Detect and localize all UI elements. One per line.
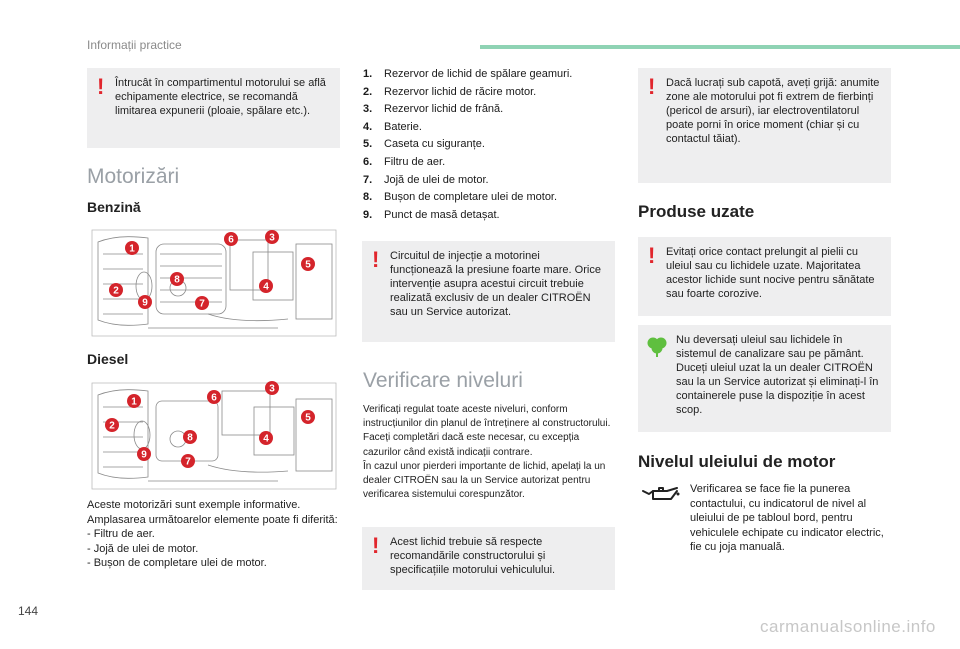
warning-icon: ! — [372, 533, 380, 558]
fluid-note-text: Acest lichid trebuie să respecte recoman… — [390, 536, 556, 576]
petrol-badge-3: 3 — [269, 233, 275, 244]
page-number: 144 — [18, 604, 39, 618]
diesel-badge-7: 7 — [185, 457, 191, 468]
skin-note: ! Evitați orice contact prelungit al pie… — [638, 237, 891, 316]
petrol-badge-1: 1 — [129, 244, 135, 255]
skin-note-text: Evitați orice contact prelungit al pieli… — [666, 246, 875, 300]
engines-section-title: Motorizări — [87, 165, 180, 188]
petrol-badge-9: 9 — [142, 298, 148, 309]
used-products-title: Produse uzate — [638, 202, 755, 221]
diesel-badge-4: 4 — [263, 434, 269, 445]
levels-text: Verificați regulat toate aceste niveluri… — [363, 403, 615, 502]
petrol-badge-4: 4 — [263, 282, 269, 293]
list-item: 6.Filtru de aer. — [363, 155, 446, 168]
oil-level-title: Nivelul uleiului de motor — [638, 452, 836, 471]
diesel-badge-2: 2 — [109, 421, 115, 432]
engine-info-line: - Jojă de ulei de motor. — [87, 542, 199, 555]
petrol-badge-5: 5 — [305, 260, 311, 271]
diesel-badge-9: 9 — [141, 450, 147, 461]
diesel-badge-1: 1 — [131, 397, 137, 408]
list-item: 3.Rezervor lichid de frână. — [363, 103, 504, 116]
hood-note: ! Dacă lucrați sub capotă, aveți grijă: … — [638, 68, 891, 183]
list-item: 4.Baterie. — [363, 120, 422, 133]
list-item: 7.Jojă de ulei de motor. — [363, 173, 489, 186]
engine-info-text: Aceste motorizări sunt exemple informati… — [87, 498, 342, 571]
hood-note-text: Dacă lucrați sub capotă, aveți grijă: an… — [666, 77, 880, 145]
list-item: 2.Rezervor lichid de răcire motor. — [363, 85, 537, 98]
list-item: 5.Caseta cu siguranțe. — [363, 138, 485, 151]
petrol-engine-diagram: 1 2 3 4 5 6 7 8 9 — [91, 229, 337, 337]
engine-info-line: - Filtru de aer. — [87, 528, 155, 540]
levels-paragraph: Verificați regulat toate aceste niveluri… — [363, 404, 611, 458]
injection-note-text: Circuitul de injecție a motorinei funcți… — [390, 250, 601, 318]
levels-paragraph: În cazul unor pierderi importante de lic… — [363, 460, 606, 501]
warning-icon: ! — [97, 74, 105, 99]
petrol-badge-8: 8 — [174, 275, 180, 286]
component-list: 1.Rezervor de lichid de spălare geamuri.… — [363, 68, 613, 226]
warning-icon: ! — [372, 247, 380, 272]
diesel-badge-6: 6 — [211, 393, 217, 404]
petrol-badge-6: 6 — [228, 235, 234, 246]
engine-info-line: Aceste motorizări sunt exemple informati… — [87, 499, 301, 511]
list-item: 1.Rezervor de lichid de spălare geamuri. — [363, 68, 573, 80]
oil-level-text: Verificarea se face fie la punerea conta… — [690, 483, 884, 553]
diesel-title: Diesel — [87, 351, 129, 367]
petrol-title: Benzină — [87, 199, 141, 215]
engine-info-line: - Bușon de completare ulei de motor. — [87, 557, 267, 569]
environment-note-text: Nu deversați uleiul sau lichidele în sis… — [676, 334, 879, 416]
header-accent-bar — [480, 45, 960, 49]
diesel-badges: 1 2 3 4 5 6 7 8 9 — [105, 381, 315, 468]
oil-can-icon — [642, 487, 680, 500]
list-item: 9.Punct de masă detașat. — [363, 208, 500, 221]
list-item: 8.Bușon de completare ulei de motor. — [363, 191, 558, 204]
header-title: Informații practice — [87, 38, 182, 52]
petrol-badge-7: 7 — [199, 299, 205, 310]
diesel-badge-3: 3 — [269, 384, 275, 395]
leaf-icon — [647, 337, 667, 357]
warning-icon: ! — [648, 243, 656, 268]
warning-icon: ! — [648, 74, 656, 99]
watermark: carmanualsonline.info — [760, 617, 936, 636]
electrical-note-text: Întrucât în compartimentul motorului se … — [115, 77, 326, 117]
petrol-badge-2: 2 — [113, 286, 119, 297]
diesel-badge-8: 8 — [187, 433, 193, 444]
engine-info-line: Amplasarea următoarelor elemente poate f… — [87, 513, 338, 526]
levels-section-title: Verificare niveluri — [363, 369, 523, 392]
fluid-note: ! Acest lichid trebuie să respecte recom… — [362, 527, 615, 590]
environment-note: Nu deversați uleiul sau lichidele în sis… — [638, 325, 891, 432]
diesel-badge-5: 5 — [305, 413, 311, 424]
injection-note: ! Circuitul de injecție a motorinei func… — [362, 241, 615, 342]
electrical-note: ! Întrucât în compartimentul motorului s… — [87, 68, 340, 148]
petrol-badges: 1 2 3 4 5 6 7 8 9 — [109, 230, 315, 310]
diesel-engine-diagram: 1 2 3 4 5 6 7 8 9 — [91, 381, 337, 490]
